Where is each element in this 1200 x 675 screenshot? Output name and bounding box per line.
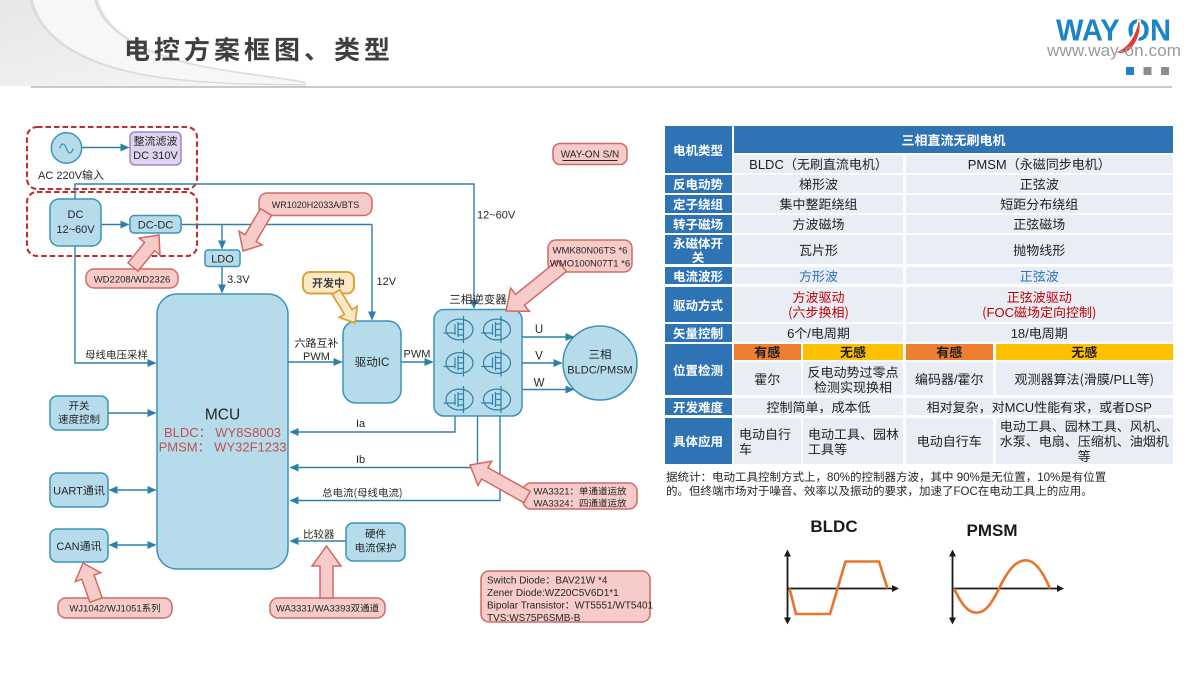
svg-text:PWM: PWM [303,348,330,364]
svg-text:WAY-ON S/N: WAY-ON S/N [561,146,620,161]
svg-text:硬件: 硬件 [365,527,386,542]
svg-text:WJ1042/WJ1051系列: WJ1042/WJ1051系列 [69,601,160,615]
svg-text:WMO100N07T1 *6: WMO100N07T1 *6 [550,256,630,270]
svg-text:Ib: Ib [356,451,365,467]
svg-text:Switch Diode：BAV21W *4: Switch Diode：BAV21W *4 [487,572,608,587]
svg-text:WA3331/WA3393双通道: WA3331/WA3393双通道 [276,601,380,615]
svg-text:WD2208/WD2326: WD2208/WD2326 [94,272,171,286]
svg-text:总电流(母线电流): 总电流(母线电流) [322,486,403,501]
svg-text:DC: DC [68,206,84,222]
svg-text:Ia: Ia [356,415,366,431]
svg-text:PMSM: PMSM [967,516,1018,541]
svg-text:开发中: 开发中 [312,275,345,291]
svg-text:母线电压采样: 母线电压采样 [85,348,148,363]
svg-text:WA3324：四通道运放: WA3324：四通道运放 [533,496,627,510]
svg-text:WMK80N06TS *6: WMK80N06TS *6 [553,243,628,257]
svg-text:3.3V: 3.3V [227,271,250,287]
svg-text:W: W [534,375,545,391]
svg-text:开关: 开关 [69,399,90,414]
svg-text:www.way-on.com: www.way-on.com [1046,42,1181,60]
svg-text:DC-DC: DC-DC [138,217,173,233]
svg-text:TVS:WS75P6SMB-B: TVS:WS75P6SMB-B [487,609,581,624]
svg-text:Bipolar Transistor：WT5551/WT54: Bipolar Transistor：WT5551/WT5401 [487,597,654,612]
svg-text:MCU: MCU [205,403,240,425]
svg-text:BLDC/PMSM: BLDC/PMSM [567,362,632,378]
svg-text:LDO: LDO [211,251,234,267]
svg-text:驱动IC: 驱动IC [355,354,390,370]
svg-text:AC 220V输入: AC 220V输入 [38,167,104,183]
svg-text:整流滤波: 整流滤波 [134,133,178,149]
svg-text:V: V [535,348,543,364]
svg-text:BLDC: BLDC [810,512,857,537]
svg-text:BLDC： WY8S8003: BLDC： WY8S8003 [164,422,281,441]
svg-text:12~60V: 12~60V [477,207,516,223]
svg-text:12V: 12V [377,273,397,289]
svg-text:六路互补: 六路互补 [295,335,339,351]
svg-text:WR1020H2033A/BTS: WR1020H2033A/BTS [272,198,360,211]
svg-text:三相: 三相 [589,347,612,363]
svg-text:Zener Diode:WZ20C5V6D1*1: Zener Diode:WZ20C5V6D1*1 [487,584,619,599]
svg-text:PMSM： WY32F1233: PMSM： WY32F1233 [159,437,287,456]
svg-text:U: U [535,321,543,337]
svg-text:WAY ON: WAY ON [1056,13,1171,48]
svg-text:WA3321：单通道运放: WA3321：单通道运放 [533,484,627,498]
svg-text:CAN通讯: CAN通讯 [56,538,101,554]
svg-text:DC 310V: DC 310V [133,147,178,163]
svg-text:比较器: 比较器 [303,527,335,542]
svg-text:12~60V: 12~60V [56,221,95,237]
svg-text:电流保护: 电流保护 [355,541,397,556]
svg-text:三相逆变器: 三相逆变器 [449,292,507,308]
svg-text:速度控制: 速度控制 [58,412,100,427]
svg-text:PWM: PWM [404,346,431,362]
svg-text:UART通讯: UART通讯 [53,483,105,499]
